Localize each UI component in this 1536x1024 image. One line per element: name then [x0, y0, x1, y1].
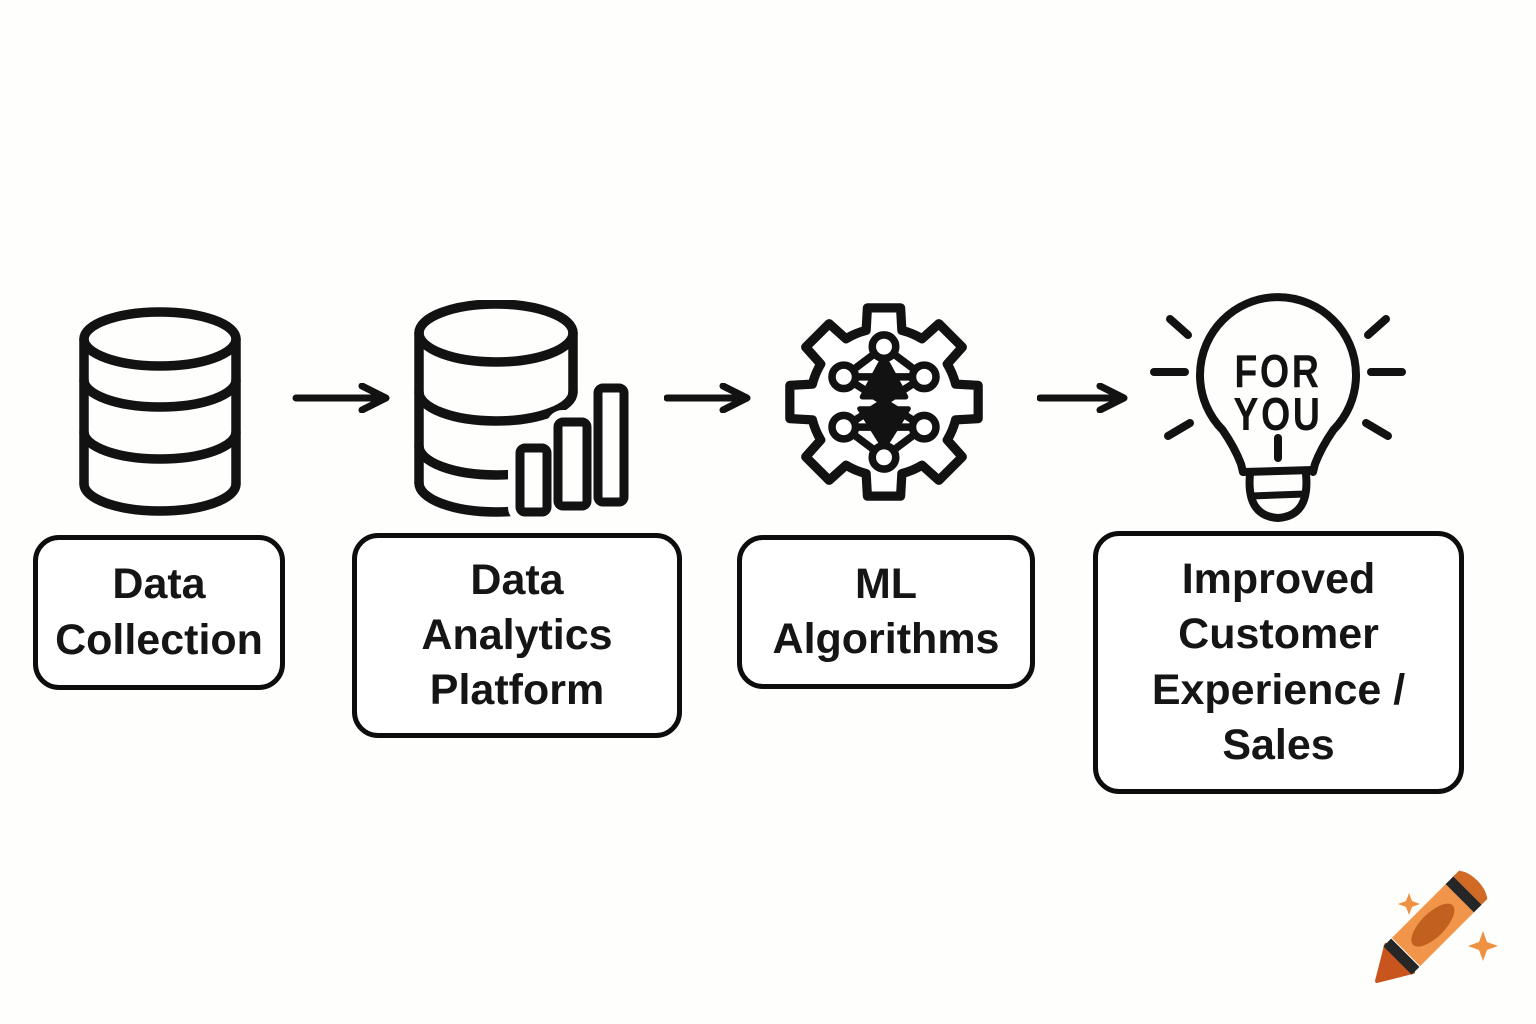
crayon-icon: [1375, 870, 1498, 983]
step-label: Improved Customer Experience / Sales: [1151, 555, 1406, 769]
lightbulb-icon: FOR YOU: [1150, 293, 1406, 522]
step-box-ml-algorithms: ML Algorithms: [737, 535, 1035, 689]
step-label: Data Analytics Platform: [421, 555, 613, 715]
database-icon: [79, 307, 241, 516]
arrow-right-icon: [664, 383, 751, 413]
step-box-data-analytics-platform: Data Analytics Platform: [352, 533, 682, 738]
bulb-text-line2: YOU: [1233, 388, 1322, 439]
step-label: ML Algorithms: [772, 559, 1000, 663]
arrow-right-icon: [1037, 383, 1128, 413]
step-label: Data Collection: [55, 560, 263, 664]
step-box-improved-customer-experience-sales: Improved Customer Experience / Sales: [1093, 531, 1464, 794]
bulb-text-line1: FOR: [1234, 345, 1321, 396]
gear-network-icon: [785, 303, 983, 501]
arrow-right-icon: [292, 383, 390, 413]
step-box-data-collection: Data Collection: [33, 535, 285, 690]
database-chart-icon: [414, 300, 631, 518]
